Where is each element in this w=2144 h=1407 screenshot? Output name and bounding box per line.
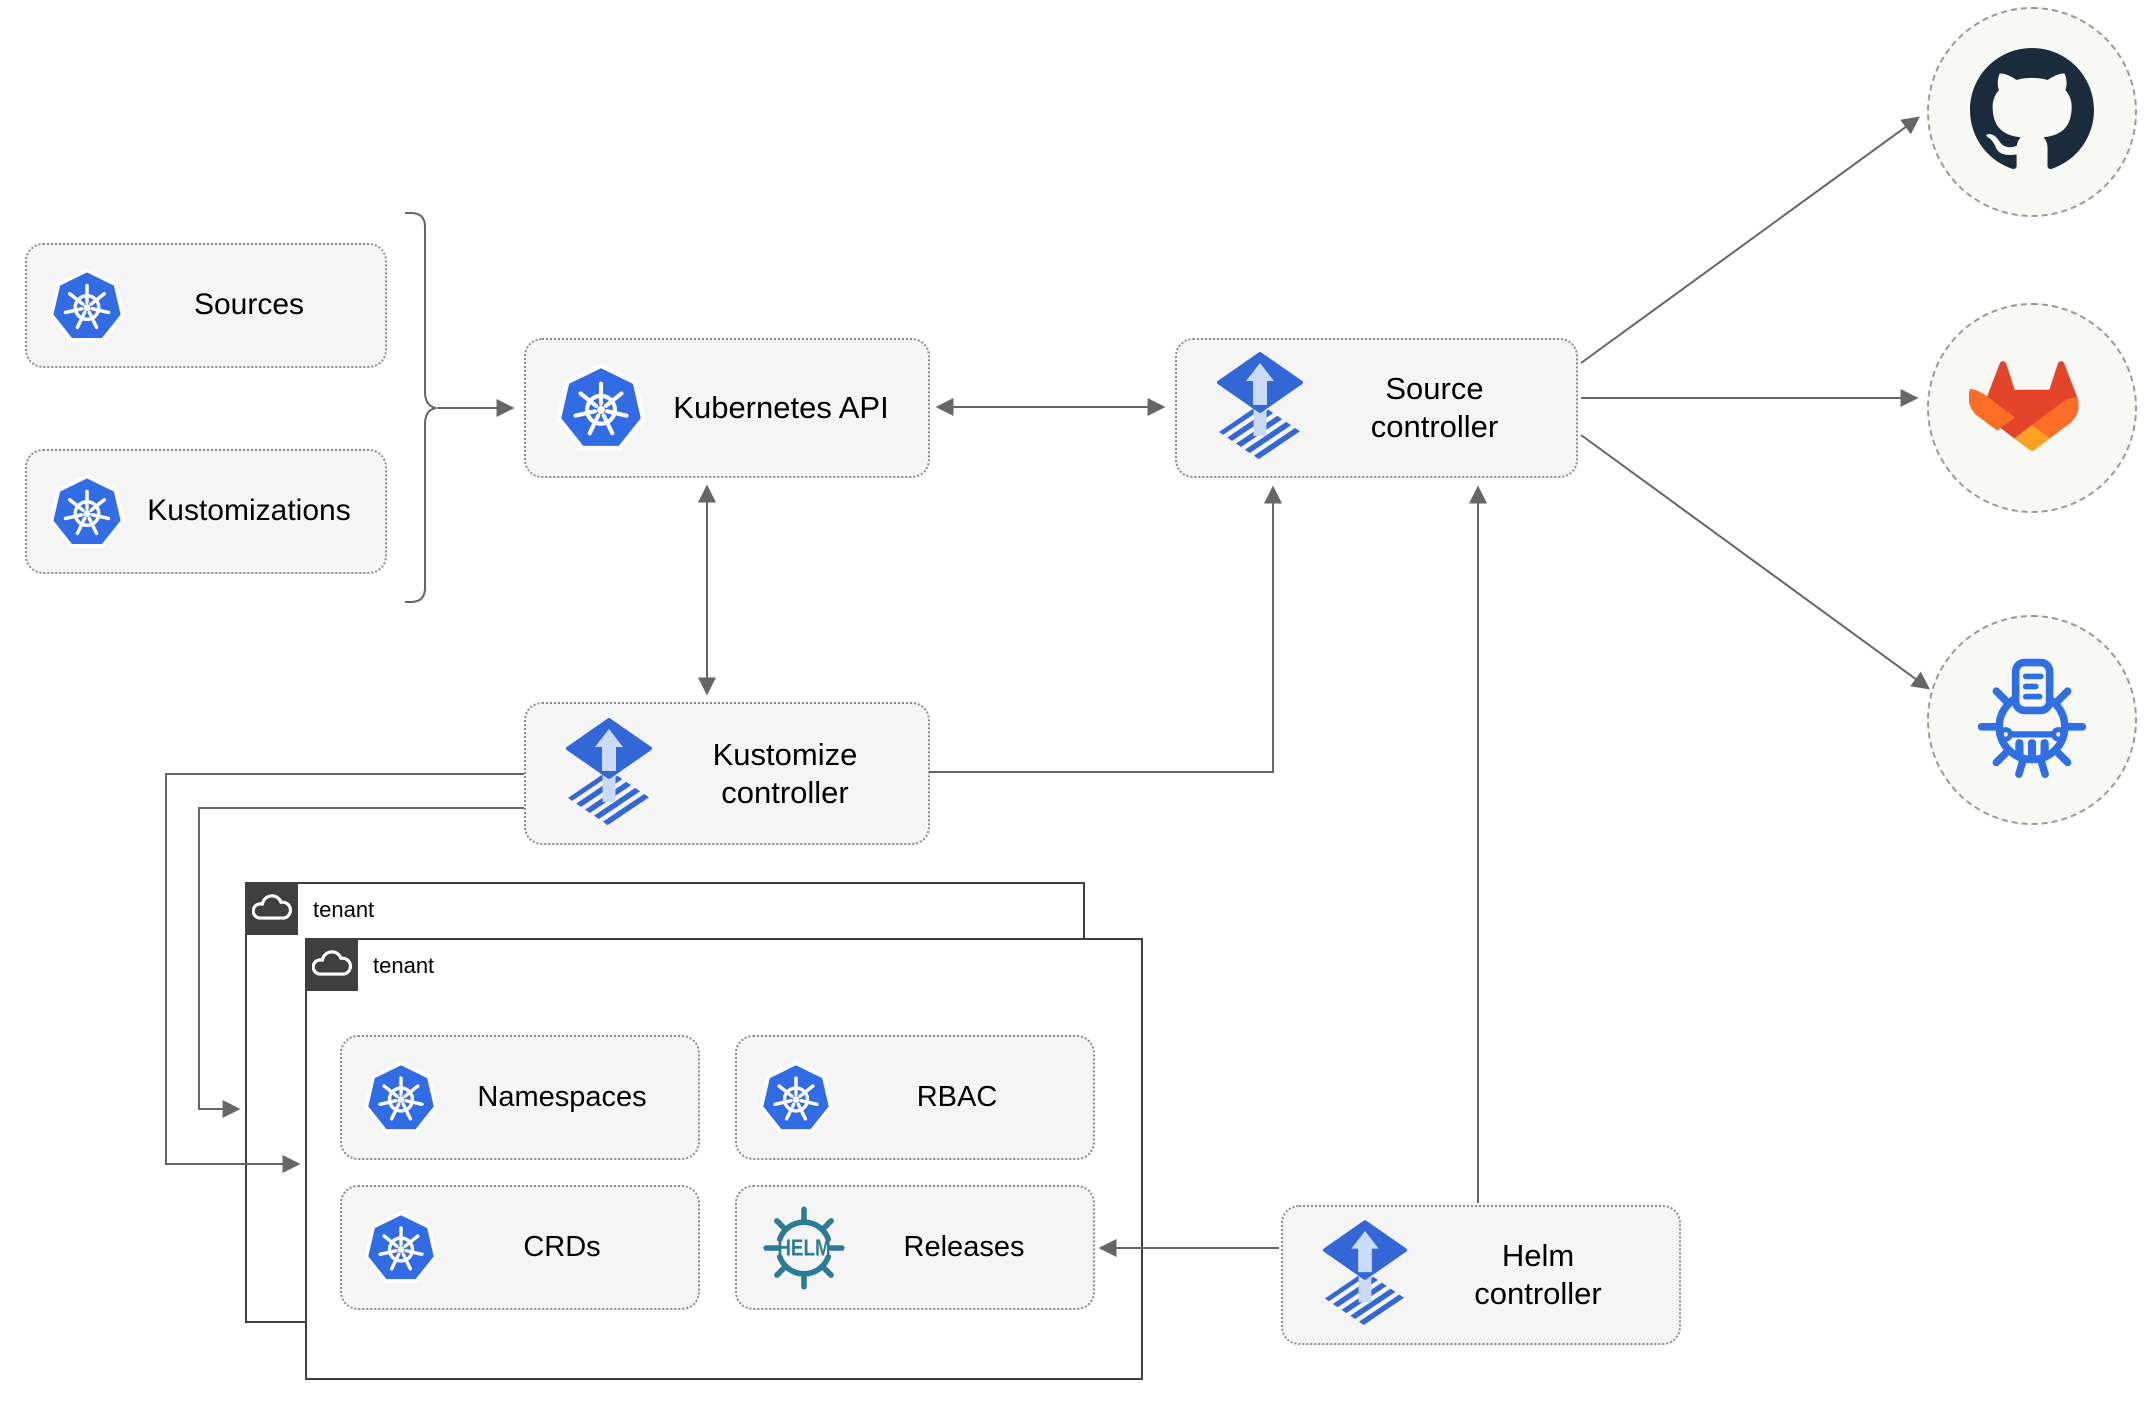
chartmuseum-icon xyxy=(1969,655,2095,786)
node-source-controller: Source controller xyxy=(1175,338,1578,478)
kubernetes-icon xyxy=(556,363,646,453)
node-label: Source controller xyxy=(1370,371,1499,444)
node-label: Helm controller xyxy=(1474,1238,1602,1311)
node-releases: HELM Releases xyxy=(735,1185,1095,1310)
kubernetes-icon xyxy=(759,1060,833,1135)
flux-icon xyxy=(1321,1220,1409,1330)
node-namespaces: Namespaces xyxy=(340,1035,700,1160)
endpoint-github xyxy=(1927,7,2137,217)
tenant-front-label: tenant xyxy=(373,953,435,978)
endpoint-gitlab xyxy=(1927,303,2137,513)
kubernetes-icon xyxy=(49,473,125,550)
edge-source-to-helm-repository xyxy=(1580,434,1931,690)
node-kustomizations: Kustomizations xyxy=(25,449,387,574)
tenant-back-tab xyxy=(245,882,298,935)
flux-icon xyxy=(1215,352,1305,464)
edge-source-to-github xyxy=(1580,116,1921,364)
node-label: Kustomize controller xyxy=(712,736,858,810)
kubernetes-icon xyxy=(49,267,125,344)
endpoint-helm-repository xyxy=(1927,615,2137,825)
node-kustomize-controller: Kustomize controller xyxy=(524,702,930,845)
brace-sources-kustomizations xyxy=(405,212,437,603)
github-icon xyxy=(1970,47,2094,177)
node-label: Kubernetes API xyxy=(673,390,889,426)
node-helm-controller: Helm controller xyxy=(1281,1205,1681,1345)
node-label: Namespaces xyxy=(477,1080,647,1113)
cloud-icon xyxy=(251,893,292,925)
node-label: Kustomizations xyxy=(147,494,351,528)
helm-icon: HELM xyxy=(761,1205,847,1291)
node-rbac: RBAC xyxy=(735,1035,1095,1160)
node-label: RBAC xyxy=(916,1080,998,1113)
node-kubernetes-api: Kubernetes API xyxy=(524,338,930,478)
helm-wordmark: HELM xyxy=(777,1234,830,1260)
tenant-back-label: tenant xyxy=(313,897,375,922)
cloud-icon xyxy=(311,949,352,981)
node-label: CRDs xyxy=(523,1230,601,1263)
kubernetes-icon xyxy=(364,1060,438,1135)
node-label: Sources xyxy=(193,288,305,322)
node-sources: Sources xyxy=(25,243,387,368)
flux-icon xyxy=(564,717,654,830)
edge-kustomize-to-source-controller xyxy=(929,485,1282,773)
gitlab-icon xyxy=(1968,355,2095,462)
tenant-front-tab xyxy=(305,938,358,991)
kubernetes-icon xyxy=(364,1210,438,1285)
node-crds: CRDs xyxy=(340,1185,700,1310)
node-label: Releases xyxy=(903,1230,1025,1263)
